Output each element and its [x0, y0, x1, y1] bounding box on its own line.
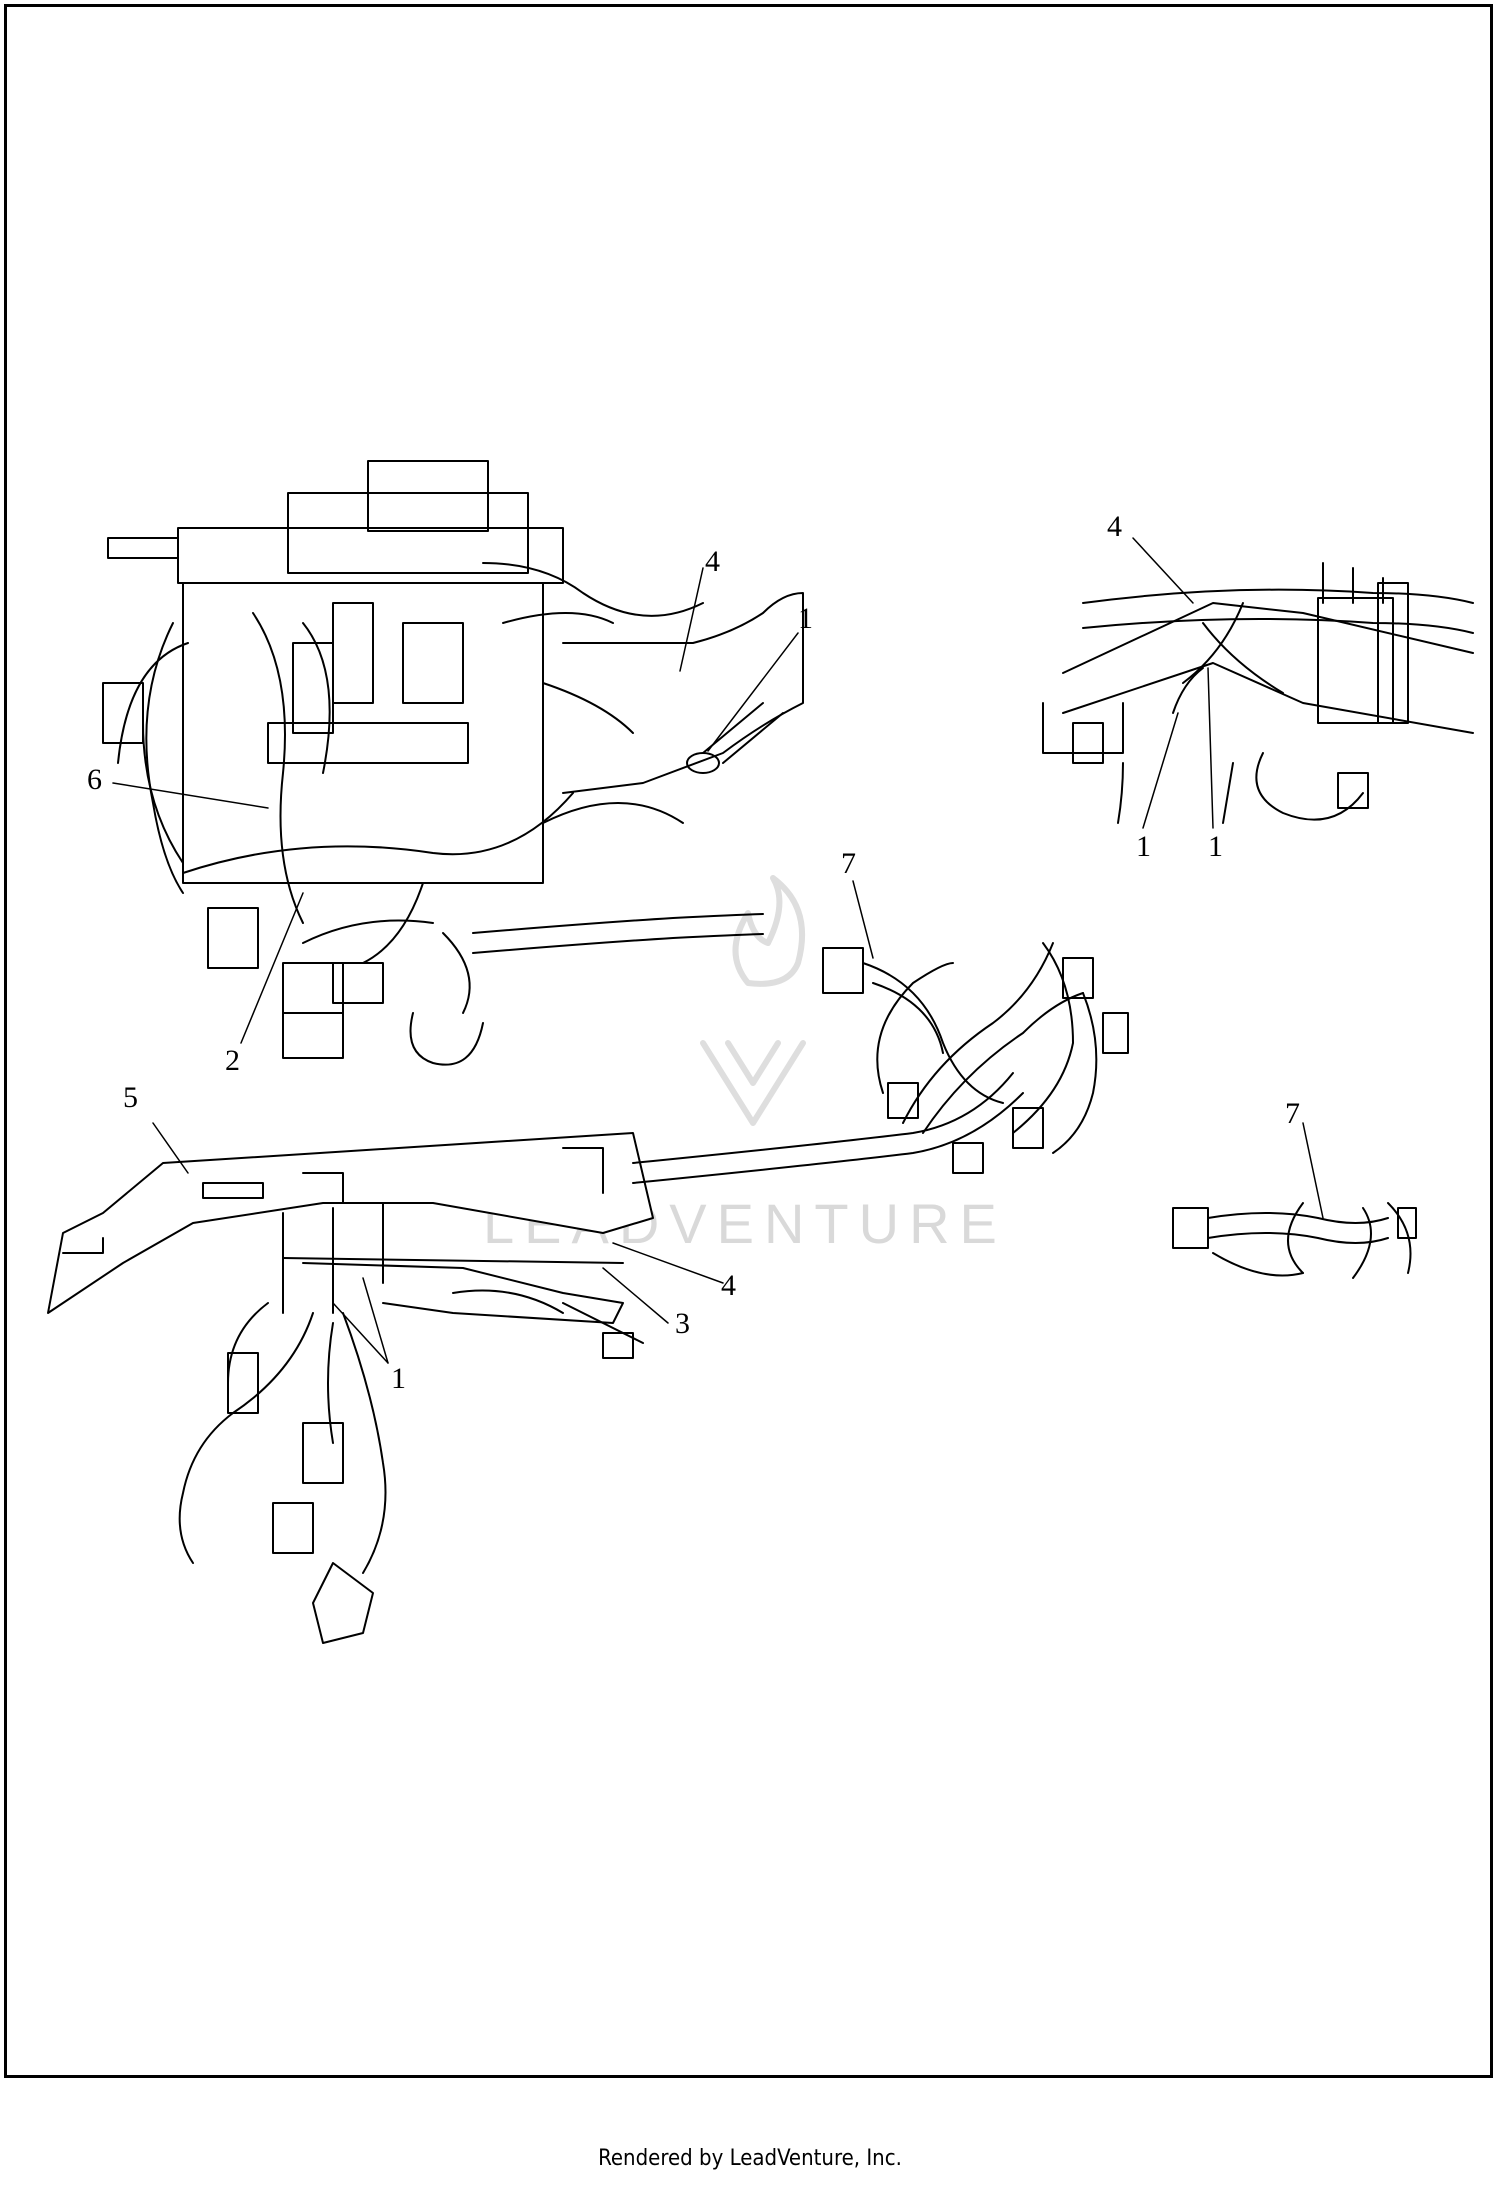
watermark-logo: [700, 875, 806, 1126]
callout-2: 2: [225, 1044, 240, 1077]
callout-1-lower: 1: [391, 1362, 406, 1395]
callout-1-main: 1: [798, 602, 813, 635]
callout-7-center: 7: [841, 847, 856, 880]
lower-harness: [47, 942, 1084, 1644]
callout-1-inset-right: 1: [1208, 830, 1223, 863]
footer-credit: Rendered by LeadVenture, Inc.: [598, 2146, 902, 2171]
frame-detail-inset: [1042, 562, 1474, 824]
diagram-frame: LEADVENTURE: [4, 4, 1493, 2078]
leader-lines: [112, 537, 1324, 1364]
callout-7-right: 7: [1285, 1097, 1300, 1130]
connector-detail-7: [1172, 1202, 1417, 1279]
callout-4-inset: 4: [1107, 510, 1122, 543]
callout-6: 6: [87, 763, 102, 796]
connector-assembly-7: [822, 942, 1129, 1174]
wiring-harness-diagram: LEADVENTURE: [47, 460, 1474, 1644]
callout-4-main: 4: [705, 545, 720, 578]
main-electrical-assembly: [102, 460, 804, 1066]
callout-1-inset-left: 1: [1136, 830, 1151, 863]
callout-4-lower: 4: [721, 1269, 736, 1302]
callout-3: 3: [675, 1307, 690, 1340]
callout-5: 5: [123, 1081, 138, 1114]
